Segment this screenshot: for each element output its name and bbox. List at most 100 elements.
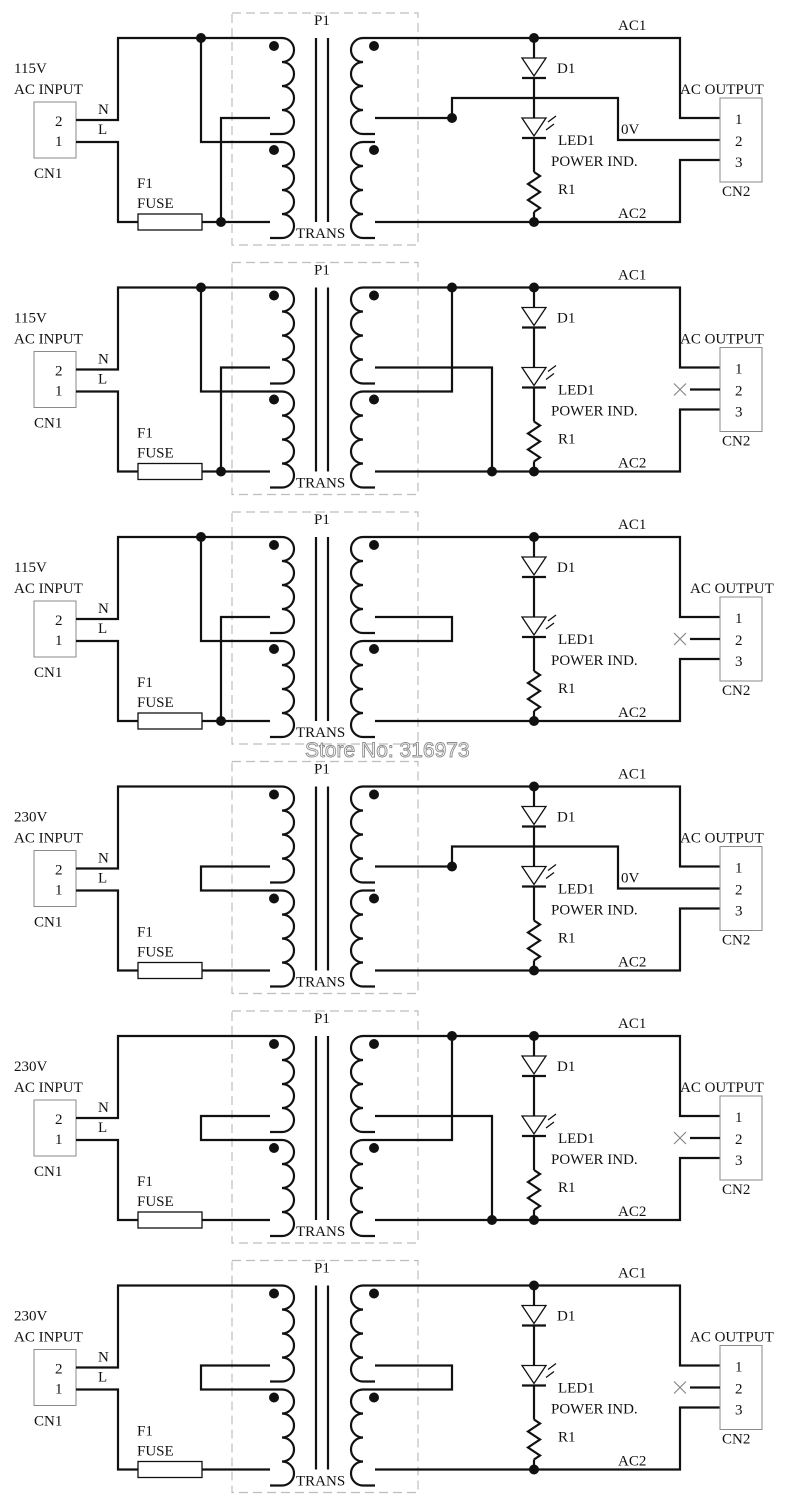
polarity-dot <box>369 1392 379 1403</box>
line-wire <box>76 1138 138 1222</box>
cn2-pin-3-label: 3 <box>735 1153 743 1169</box>
line-label: L <box>98 621 107 637</box>
cn2-connector <box>719 1095 763 1181</box>
transformer-label: TRANS <box>296 975 345 991</box>
input-voltage-label: 115V <box>14 560 47 576</box>
line-label: L <box>98 1370 107 1386</box>
line-label: L <box>98 372 107 388</box>
led1-triangle <box>520 1364 548 1385</box>
primary-coil-upper <box>270 1034 296 1134</box>
fuse-body <box>137 213 203 231</box>
led1-emission-arrows <box>545 614 557 630</box>
primary-series-link <box>199 1114 270 1142</box>
polarity-dot <box>269 893 279 904</box>
store-watermark: Store No: 316973 <box>305 739 470 762</box>
secondary-coil-upper <box>349 535 375 635</box>
cn1-pin-1-label: 1 <box>55 134 63 150</box>
ac2-label: AC2 <box>618 1454 646 1470</box>
d1-label: D1 <box>557 1059 575 1075</box>
cn2-pin-2-label: 2 <box>735 134 743 150</box>
polarity-dot <box>369 290 379 301</box>
d1-diode-triangle <box>520 1055 548 1076</box>
junction-dot <box>196 532 206 542</box>
primary-parallel-jumper-b <box>219 366 270 472</box>
input-voltage-label: 230V <box>14 1309 48 1325</box>
secondary-coil-upper <box>349 286 375 385</box>
power-indicator-label: POWER IND. <box>551 404 638 420</box>
cn1-pin-2-label: 2 <box>55 613 63 629</box>
cn1-connector <box>33 850 77 907</box>
junction-dot <box>216 217 226 227</box>
cn1-connector <box>33 101 77 159</box>
secondary-series-link <box>375 1364 454 1391</box>
input-label: AC INPUT <box>14 1330 83 1346</box>
fuse-ref-label: F1 <box>137 675 153 691</box>
cn1-label: CN1 <box>34 1164 62 1180</box>
r1-label: R1 <box>558 931 576 947</box>
d1-label: D1 <box>557 810 575 826</box>
junction-dot <box>529 282 539 293</box>
ac2-rail <box>375 158 720 224</box>
cn2-connector <box>719 97 763 183</box>
input-label: AC INPUT <box>14 82 83 98</box>
secondary-parallel-jumper-a <box>375 1036 454 1142</box>
transformer-p1-label: P1 <box>314 512 330 528</box>
junction-dot <box>447 1031 457 1041</box>
r1-label: R1 <box>558 681 576 697</box>
ac1-rail <box>375 1034 720 1118</box>
cn1-label: CN1 <box>34 1414 62 1430</box>
ac2-rail <box>375 1156 720 1222</box>
junction-dot <box>447 282 457 293</box>
cn2-pin-3-label: 3 <box>735 1403 743 1419</box>
ac-output-label: AC OUTPUT <box>680 831 764 847</box>
power-indicator-label: POWER IND. <box>551 1402 638 1418</box>
ac1-label: AC1 <box>618 268 646 284</box>
fuse-body <box>137 961 203 980</box>
no-connect-cross <box>673 383 687 396</box>
primary-coil-upper <box>270 1284 296 1383</box>
cn2-label: CN2 <box>722 1432 750 1448</box>
ac1-rail <box>375 785 720 868</box>
primary-coil-upper <box>270 286 296 385</box>
input-label: AC INPUT <box>14 831 83 847</box>
secondary-coil-lower <box>349 140 375 240</box>
cn2-pin-1-label: 1 <box>735 611 743 627</box>
polarity-dot <box>369 1039 379 1049</box>
input-label: AC INPUT <box>14 1080 83 1096</box>
cn2-pin-2-label: 2 <box>735 633 743 649</box>
polarity-dot <box>269 644 279 654</box>
cn2-pin-1-label: 1 <box>735 861 743 877</box>
polarity-dot <box>269 394 279 405</box>
line-label: L <box>98 871 107 887</box>
led1-triangle <box>520 865 548 886</box>
fuse-ref-label: F1 <box>137 426 153 442</box>
polarity-dot <box>269 1288 279 1299</box>
transformer-label: TRANS <box>296 1474 345 1490</box>
primary-parallel-jumper-a <box>199 38 270 144</box>
ac2-rail <box>375 907 720 972</box>
cn2-pin-2-label: 2 <box>735 384 743 400</box>
led1-emission-arrows <box>545 1113 557 1129</box>
fuse-ref-label: F1 <box>137 925 153 941</box>
led1-label: LED1 <box>558 1381 595 1397</box>
line-wire <box>76 639 138 723</box>
secondary-parallel-jumper-b <box>375 366 494 472</box>
neutral-label: N <box>98 851 109 867</box>
transformer-label: TRANS <box>296 725 345 741</box>
cn2-connector <box>719 846 763 931</box>
power-indicator-label: POWER IND. <box>551 653 638 669</box>
cn2-pin-3-label: 3 <box>735 155 743 171</box>
input-voltage-label: 115V <box>14 311 47 327</box>
led1-emission-arrows <box>545 863 557 880</box>
transformer-outline <box>231 1010 419 1244</box>
cn2-pin-1-label: 1 <box>735 362 743 378</box>
ac2-label: AC2 <box>618 456 646 472</box>
cn2-connector <box>719 347 763 432</box>
input-label: AC INPUT <box>14 332 83 348</box>
ac1-label: AC1 <box>618 517 646 533</box>
polarity-dot <box>269 540 279 550</box>
polarity-dot <box>269 41 279 51</box>
cn1-connector <box>33 351 77 408</box>
